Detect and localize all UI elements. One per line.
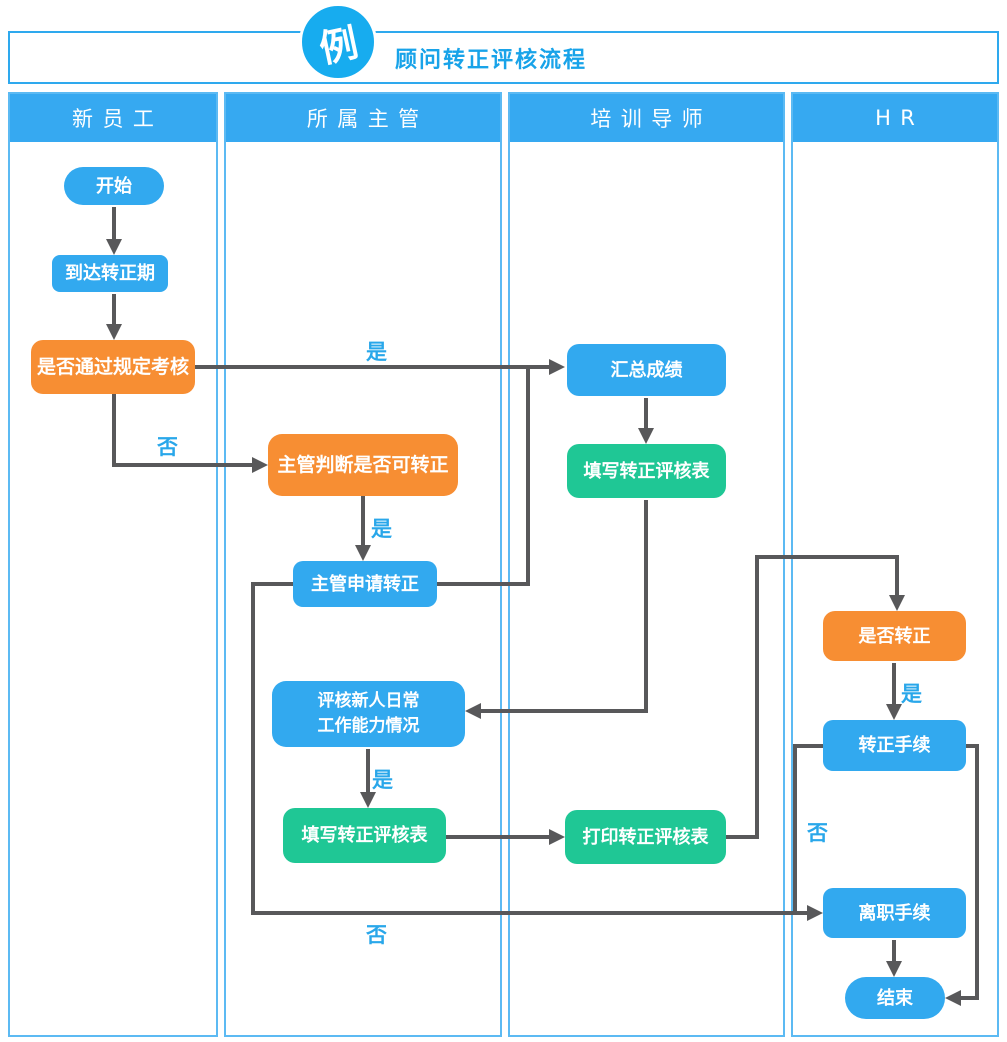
node-judge-transfer: 主管判断是否可转正 bbox=[268, 434, 458, 496]
diagram-title: 顾问转正评核流程 bbox=[395, 47, 588, 73]
edge-label-pass-yes: 是 bbox=[366, 340, 387, 364]
example-badge: 例 bbox=[299, 3, 377, 81]
edge-label-transfer-no: 否 bbox=[807, 821, 828, 845]
node-start: 开始 bbox=[64, 167, 164, 205]
node-print-form: 打印转正评核表 bbox=[565, 810, 726, 864]
node-fill-form-mentor: 填写转正评核表 bbox=[567, 444, 726, 498]
edge-label-judge-yes: 是 bbox=[371, 517, 392, 541]
edge-label-apply-no: 否 bbox=[366, 923, 387, 947]
lane-header-training-mentor: 培训导师 bbox=[510, 94, 783, 142]
node-evaluate-ability: 评核新人日常 工作能力情况 bbox=[272, 681, 465, 747]
edge-label-transfer-yes: 是 bbox=[901, 682, 922, 706]
title-bar: 顾问转正评核流程 bbox=[8, 31, 999, 84]
lane-header-supervisor: 所属主管 bbox=[226, 94, 500, 142]
node-summarize-scores: 汇总成绩 bbox=[567, 344, 726, 396]
lane-header-hr: HR bbox=[793, 94, 997, 142]
node-pass-exam: 是否通过规定考核 bbox=[31, 340, 195, 394]
swimlane-new-employee: 新员工 bbox=[8, 92, 218, 1037]
node-is-transfer: 是否转正 bbox=[823, 611, 966, 661]
node-fill-form-supervisor: 填写转正评核表 bbox=[283, 808, 446, 863]
example-badge-text: 例 bbox=[315, 19, 362, 71]
lane-header-new-employee: 新员工 bbox=[10, 94, 216, 142]
node-resign-procedure: 离职手续 bbox=[823, 888, 966, 938]
swimlane-training-mentor: 培训导师 bbox=[508, 92, 785, 1037]
node-apply-transfer: 主管申请转正 bbox=[293, 561, 437, 607]
node-reach-period: 到达转正期 bbox=[52, 255, 168, 292]
edge-label-evaluate-yes: 是 bbox=[372, 768, 393, 792]
edge-label-pass-no: 否 bbox=[157, 435, 178, 459]
node-transfer-procedure: 转正手续 bbox=[823, 720, 966, 771]
node-end: 结束 bbox=[845, 977, 945, 1019]
